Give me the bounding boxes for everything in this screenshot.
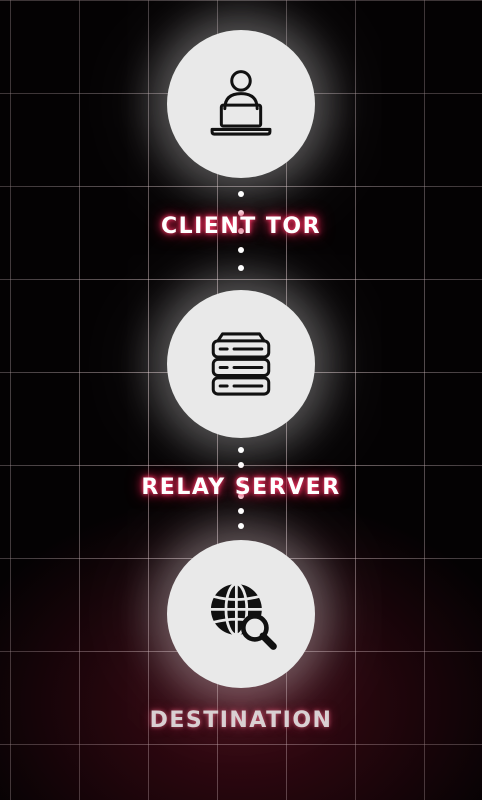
client-node bbox=[167, 30, 315, 178]
connector-dots-1 bbox=[238, 191, 244, 271]
server-stack-icon bbox=[211, 332, 271, 396]
relay-node bbox=[167, 290, 315, 438]
client-label: CLIENT TOR bbox=[160, 214, 322, 239]
globe-search-icon bbox=[209, 582, 277, 650]
destination-label: DESTINATION bbox=[149, 708, 333, 733]
relay-label: RELAY SERVER bbox=[141, 475, 341, 500]
user-laptop-icon bbox=[210, 70, 272, 136]
connector-dots-2 bbox=[238, 447, 244, 529]
destination-node bbox=[167, 540, 315, 688]
